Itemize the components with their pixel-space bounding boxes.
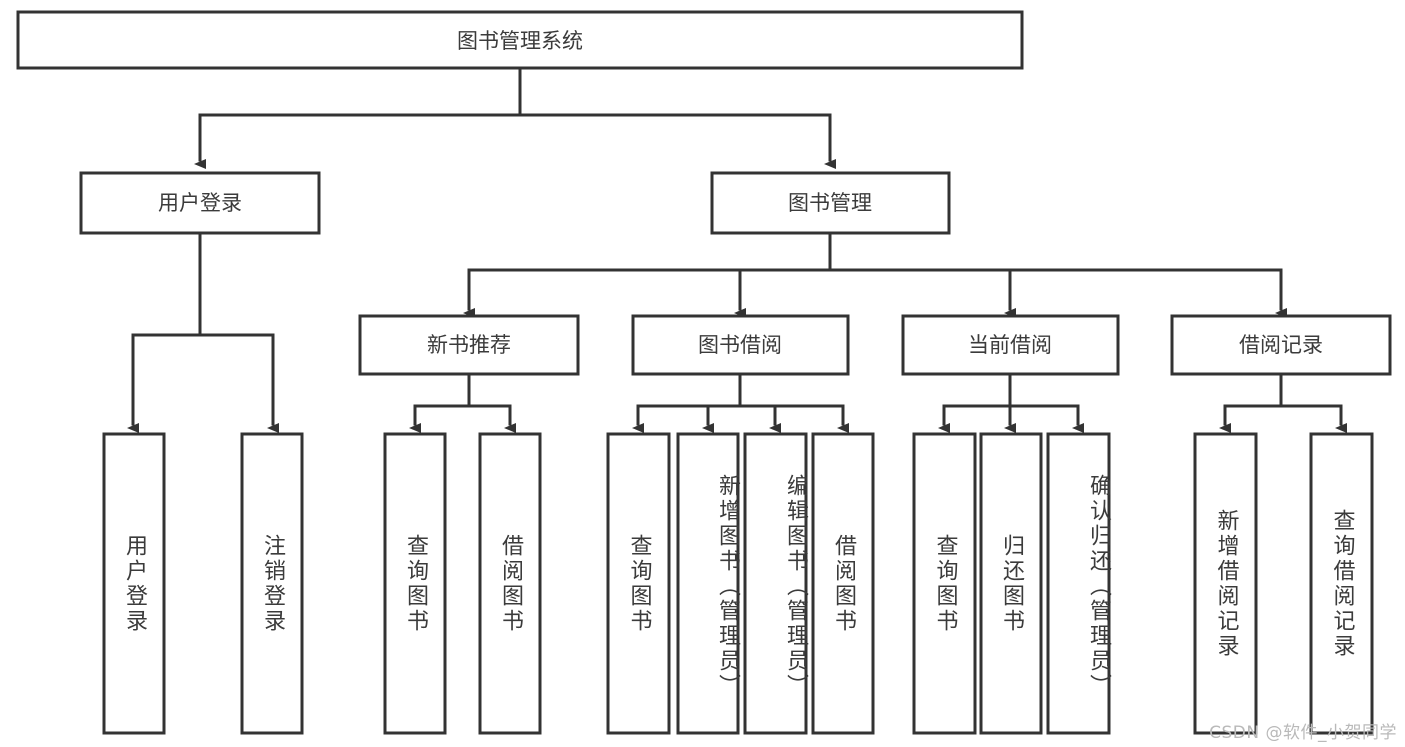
node-user-login-label: 用户登录: [158, 191, 242, 215]
node-root[interactable]: [16, 10, 1024, 70]
node-leaf-query-book-1[interactable]: [383, 432, 447, 735]
node-user-login[interactable]: [79, 171, 321, 235]
connector-currentborrow-to-leaves: [938, 372, 1084, 433]
node-leaf-add-record[interactable]: [1193, 432, 1258, 735]
node-leaf-query-book-3[interactable]: [912, 432, 977, 735]
node-leaf-query-book-2[interactable]: [606, 432, 671, 735]
node-leaf-edit-book[interactable]: [743, 432, 808, 735]
node-book-management[interactable]: [710, 171, 951, 235]
node-borrow-record-label: 借阅记录: [1239, 333, 1323, 357]
connector-bookborrow-to-leaves: [632, 372, 849, 433]
connector-newbook-to-leaves: [409, 372, 516, 433]
node-leaf-borrow-book-2[interactable]: [811, 432, 875, 735]
node-current-borrow-label: 当前借阅: [968, 333, 1052, 357]
node-book-borrow[interactable]: [631, 314, 850, 376]
csdn-watermark: CSDN @软件_小贺同学: [1209, 723, 1397, 743]
node-leaf-query-record[interactable]: [1309, 432, 1374, 735]
connector-borrowrecord-to-leaves: [1219, 372, 1347, 433]
node-leaf-logout-login[interactable]: [240, 432, 304, 735]
node-root-label: 图书管理系统: [457, 29, 583, 53]
node-current-borrow[interactable]: [901, 314, 1120, 376]
node-leaf-return-book[interactable]: [979, 432, 1043, 735]
connector-userlogin-to-leaves: [127, 231, 279, 433]
node-leaf-borrow-book-1[interactable]: [478, 432, 542, 735]
node-leaf-add-book[interactable]: [676, 432, 740, 735]
node-book-borrow-label: 图书借阅: [698, 333, 782, 357]
node-borrow-record[interactable]: [1170, 314, 1392, 376]
node-leaf-user-login[interactable]: [102, 432, 166, 735]
connector-bookmanagement-to-level3: [463, 231, 1287, 318]
connector-root-to-level2: [194, 66, 836, 169]
node-new-book-recommend-label: 新书推荐: [427, 333, 511, 357]
node-leaf-confirm-return[interactable]: [1046, 432, 1111, 735]
node-book-management-label: 图书管理: [788, 191, 872, 215]
node-new-book-recommend[interactable]: [358, 314, 580, 376]
